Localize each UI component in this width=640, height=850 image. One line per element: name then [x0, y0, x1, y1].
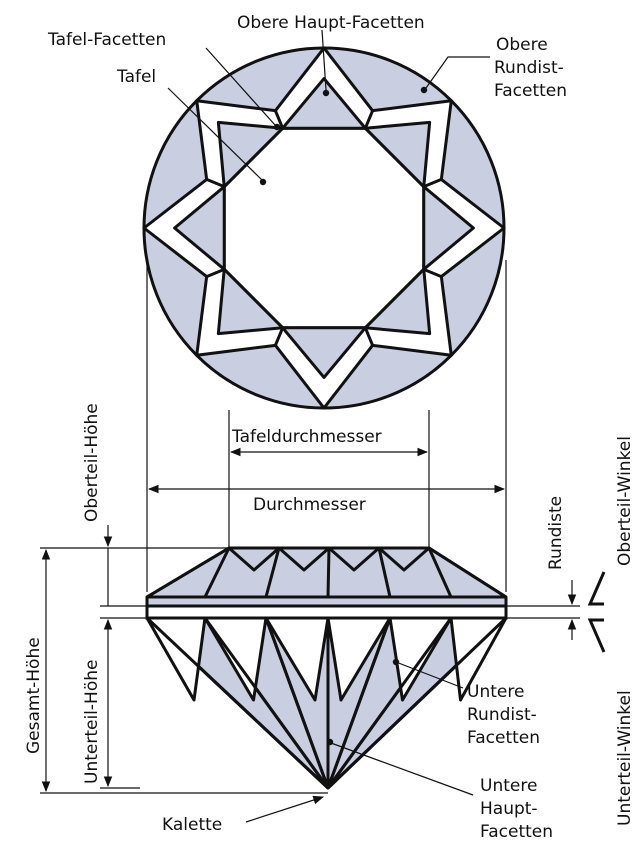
pavilion-main-line: [145, 616, 330, 790]
lower-girdle-facet: [264, 616, 330, 702]
star-facet: [281, 326, 367, 379]
pavilion-main-line: [264, 617, 330, 789]
kite-line: [363, 110, 374, 129]
crown-line: [377, 547, 392, 598]
pavilion-main-line: [326, 616, 508, 790]
pointer-lines: [167, 29, 490, 823]
top-facets: [142, 46, 506, 410]
label-untere-rundist-2: Rundist-: [467, 705, 537, 725]
pavilion-main-line: [326, 617, 453, 789]
kite-line: [206, 178, 225, 189]
label-untere-haupt-1: Untere: [480, 776, 537, 796]
label-tafel: Tafel: [116, 67, 156, 87]
star-facet: [363, 120, 432, 189]
kite-line: [274, 327, 285, 346]
pavilion-angle-symbol: [587, 618, 606, 653]
label-untere-haupt-2: Haupt-: [480, 799, 538, 819]
side-facets: [145, 546, 508, 790]
label-tafeldurchmesser: Tafeldurchmesser: [231, 427, 382, 447]
label-unterteil-winkel: Unterteil-Winkel: [615, 690, 635, 826]
kite-line: [274, 110, 285, 129]
kite-line: [363, 327, 374, 346]
star-facet: [216, 267, 285, 336]
label-obere-haupt-facetten: Obere Haupt-Facetten: [237, 13, 425, 33]
crown-star-facet: [227, 546, 281, 572]
projection-lines: [146, 260, 507, 592]
pavilion-main-line: [203, 617, 330, 789]
label-obere-rundist-2: Rundist-: [494, 58, 564, 78]
star-facet: [281, 77, 367, 130]
crown-angle-symbol: [587, 571, 606, 606]
label-obere-rundist-1: Obere: [496, 35, 548, 55]
star-facet: [422, 185, 475, 271]
crown-line: [264, 547, 281, 598]
star-facet: [363, 267, 432, 336]
lower-girdle-facet: [449, 616, 508, 702]
lower-girdle-facet: [326, 616, 392, 702]
crown-line: [427, 547, 453, 598]
kite-line: [423, 267, 442, 278]
pointer-dots: [259, 86, 428, 746]
label-obere-rundist-3: Facetten: [494, 81, 567, 101]
label-rundiste: Rundiste: [546, 496, 566, 570]
label-kalette: Kalette: [162, 815, 222, 835]
label-durchmesser: Durchmesser: [253, 495, 366, 515]
crown-star-facet: [277, 546, 331, 572]
top-view: [142, 46, 506, 410]
side-view: [145, 546, 508, 790]
label-untere-rundist-3: Facetten: [467, 728, 540, 748]
label-untere-rundist-1: Untere: [467, 682, 524, 702]
labels: Obere Haupt-Facetten Tafel-Facetten Tafe…: [24, 13, 635, 842]
crown-line: [203, 547, 231, 598]
star-facet: [173, 185, 226, 271]
crown-star-facet: [377, 546, 431, 572]
pavilion-main-line: [326, 617, 392, 789]
label-untere-haupt-3: Facetten: [480, 822, 553, 842]
crown-line: [428, 546, 507, 599]
lower-girdle-facet: [145, 616, 207, 702]
label-tafel-facetten: Tafel-Facetten: [47, 30, 166, 50]
kite-line: [206, 267, 225, 278]
crown-star-facet: [327, 546, 381, 572]
girdle: [145, 604, 508, 620]
label-oberteil-hoehe: Oberteil-Höhe: [82, 403, 102, 522]
dimension-lines: [40, 447, 606, 794]
kite-line: [423, 178, 442, 189]
label-oberteil-winkel: Oberteil-Winkel: [615, 436, 635, 566]
star-facet: [216, 120, 285, 189]
crown-line: [146, 546, 230, 599]
crown-line: [326, 547, 331, 598]
label-unterteil-hoehe: Unterteil-Höhe: [82, 660, 102, 784]
label-gesamt-hoehe: Gesamt-Höhe: [24, 637, 44, 754]
